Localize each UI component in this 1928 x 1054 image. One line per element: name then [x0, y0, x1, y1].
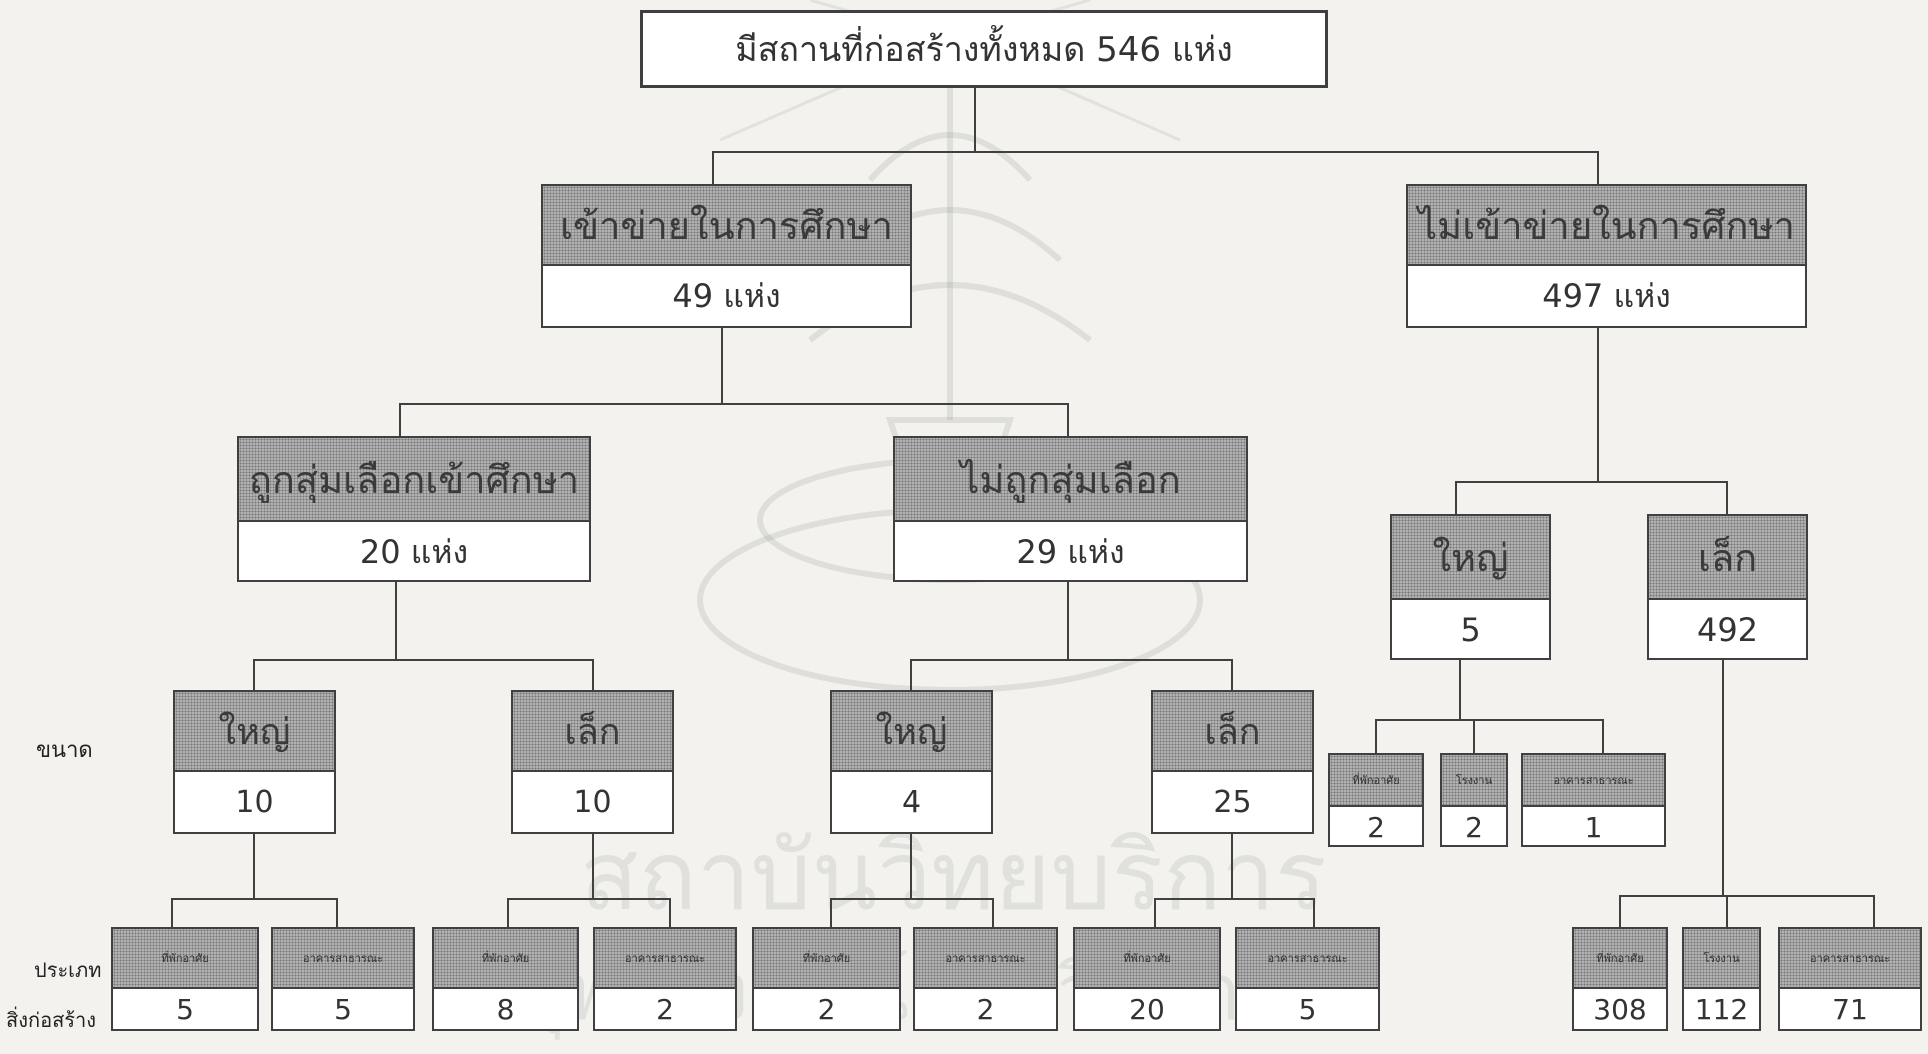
- node-count: 497 แห่ง: [1542, 276, 1671, 315]
- node-count: 5: [1298, 992, 1317, 1026]
- node-label: เล็ก: [1649, 516, 1806, 600]
- node-count: 20: [1129, 992, 1165, 1026]
- node-type-factory: โรงงาน 112: [1682, 927, 1761, 1031]
- node-label: ที่พักอาศัย: [1330, 755, 1422, 807]
- node-count: 2: [976, 992, 995, 1026]
- node-label: ที่พักอาศัย: [1574, 929, 1666, 989]
- node-label: อาคารสาธารณะ: [595, 929, 735, 989]
- size-row-label: ขนาด: [36, 738, 93, 763]
- node-count: 49 แห่ง: [672, 276, 781, 315]
- node-count: 5: [334, 992, 352, 1026]
- node-label: ไม่เข้าข่ายในการศึกษา: [1408, 186, 1805, 266]
- node-type-public: อาคารสาธารณะ 5: [1235, 927, 1380, 1031]
- node-label: ที่พักอาศัย: [1075, 929, 1219, 989]
- node-count: 25: [1213, 784, 1252, 820]
- node-label: ใหญ่: [175, 692, 334, 772]
- node-label: โรงงาน: [1684, 929, 1759, 989]
- node-count: 2: [1367, 810, 1385, 844]
- node-label: อาคารสาธารณะ: [273, 929, 413, 989]
- node-count: 71: [1832, 992, 1868, 1026]
- node-count: 5: [176, 992, 194, 1026]
- node-type-residential: ที่พักอาศัย 2: [752, 927, 901, 1031]
- node-count: 10: [235, 784, 274, 820]
- root-node: มีสถานที่ก่อสร้างทั้งหมด 546 แห่ง: [640, 10, 1328, 88]
- node-not-selected: ไม่ถูกสุ่มเลือก 29 แห่ง: [893, 436, 1248, 582]
- node-label: อาคารสาธารณะ: [1780, 929, 1920, 989]
- node-label: ใหญ่: [1392, 516, 1549, 600]
- node-right-large: ใหญ่ 5: [1390, 514, 1551, 660]
- node-label: อาคารสาธารณะ: [915, 929, 1056, 989]
- node-type-public: อาคารสาธารณะ 2: [913, 927, 1058, 1031]
- node-label: อาคารสาธารณะ: [1523, 755, 1664, 807]
- node-label: โรงงาน: [1442, 755, 1506, 807]
- node-randomly-selected: ถูกสุ่มเลือกเข้าศึกษา 20 แห่ง: [237, 436, 591, 582]
- node-out-of-scope: ไม่เข้าข่ายในการศึกษา 497 แห่ง: [1406, 184, 1807, 328]
- node-label: ที่พักอาศัย: [434, 929, 577, 989]
- node-label: ที่พักอาศัย: [754, 929, 899, 989]
- node-type-public: อาคารสาธารณะ 2: [593, 927, 737, 1031]
- node-type-residential: ที่พักอาศัย 308: [1572, 927, 1668, 1031]
- node-in-study-scope: เข้าข่ายในการศึกษา 49 แห่ง: [541, 184, 912, 328]
- type-row-label-line2: สิ่งก่อสร้าง: [6, 1008, 97, 1032]
- node-label: ถูกสุ่มเลือกเข้าศึกษา: [239, 438, 589, 522]
- node-count: 4: [901, 784, 922, 820]
- node-type-residential: ที่พักอาศัย 8: [432, 927, 579, 1031]
- node-count: 492: [1696, 611, 1759, 649]
- node-count: 8: [496, 992, 515, 1026]
- node-count: 2: [656, 992, 674, 1026]
- node-type-public: อาคารสาธารณะ 5: [271, 927, 415, 1031]
- type-row-label-line1: ประเภท: [34, 958, 102, 982]
- node-label: ไม่ถูกสุ่มเลือก: [895, 438, 1246, 522]
- node-count: 10: [573, 784, 612, 820]
- node-type-residential: ที่พักอาศัย 20: [1073, 927, 1221, 1031]
- node-count: 5: [1460, 611, 1481, 649]
- node-count: 308: [1593, 992, 1647, 1026]
- node-count: 2: [1465, 810, 1483, 844]
- node-label: อาคารสาธารณะ: [1237, 929, 1378, 989]
- node-label: ที่พักอาศัย: [113, 929, 257, 989]
- node-label: ใหญ่: [832, 692, 991, 772]
- node-large-residential: ที่พักอาศัย 2: [1328, 753, 1424, 847]
- node-count: 1: [1584, 810, 1603, 844]
- node-large-factory: โรงงาน 2: [1440, 753, 1508, 847]
- node-type-residential: ที่พักอาศัย 5: [111, 927, 259, 1031]
- node-label: เล็ก: [513, 692, 672, 772]
- node-label: เข้าข่ายในการศึกษา: [543, 186, 910, 266]
- node-count: 29 แห่ง: [1016, 532, 1125, 571]
- node-selected-small: เล็ก 10: [511, 690, 674, 834]
- node-count: 112: [1694, 992, 1749, 1026]
- node-type-public: อาคารสาธารณะ 71: [1778, 927, 1922, 1031]
- node-right-small: เล็ก 492: [1647, 514, 1808, 660]
- node-large-public: อาคารสาธารณะ 1: [1521, 753, 1666, 847]
- node-not-selected-large: ใหญ่ 4: [830, 690, 993, 834]
- node-count: 20 แห่ง: [359, 532, 469, 571]
- node-label: เล็ก: [1153, 692, 1312, 772]
- node-selected-large: ใหญ่ 10: [173, 690, 336, 834]
- node-count: 2: [817, 992, 836, 1026]
- node-not-selected-small: เล็ก 25: [1151, 690, 1314, 834]
